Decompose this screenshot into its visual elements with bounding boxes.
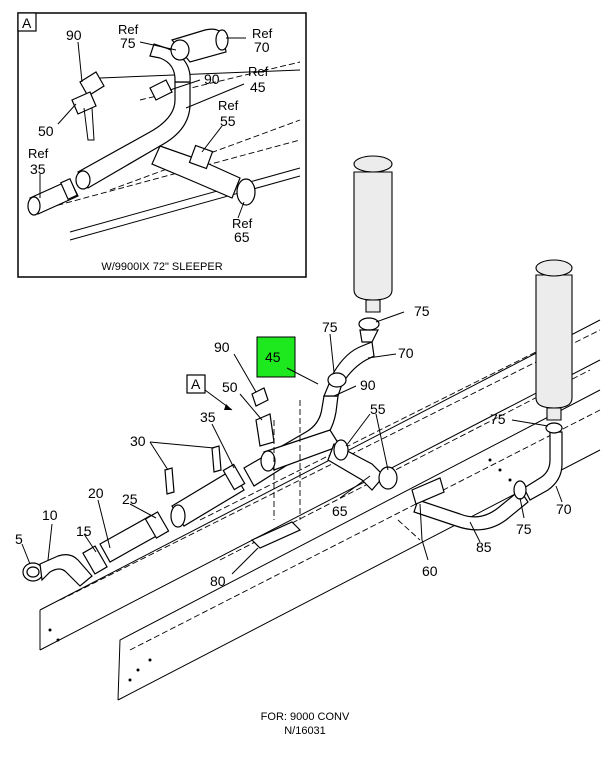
main-view-letter-box — [186, 374, 206, 394]
frame-rails — [39, 319, 601, 701]
callout-35: 35 — [200, 409, 216, 425]
inset-view-letter: A — [22, 15, 32, 31]
callout-65: 65 — [332, 503, 348, 519]
inset-bracket-90 — [71, 71, 173, 141]
footer-line-2: N/16031 — [284, 725, 326, 737]
inset-callout-65: 65 — [234, 229, 250, 245]
callout-70-top: 70 — [398, 345, 414, 361]
inset-leaders — [39, 37, 246, 219]
inset-callout-50: 50 — [38, 123, 54, 139]
callout-25: 25 — [122, 491, 138, 507]
inset-callout-75-ref: Ref — [118, 22, 139, 37]
inset-pipe-35 — [27, 177, 79, 216]
inset-callout-45-ref: Ref — [248, 64, 269, 79]
inset-callout-70: 70 — [254, 39, 270, 55]
callout-55: 55 — [370, 401, 386, 417]
inset-caption: W/9900IX 72" SLEEPER — [101, 261, 222, 273]
footer-line-1: FOR: 9000 CONV — [261, 711, 350, 723]
inset-callout-55: 55 — [220, 113, 236, 129]
brackets-left — [164, 387, 301, 520]
elbow-70-right-shape — [523, 431, 563, 501]
callout-15: 15 — [76, 523, 92, 539]
callout-85: 85 — [476, 539, 492, 555]
muffler-left — [353, 155, 393, 313]
callout-80: 80 — [210, 573, 226, 589]
callout-50: 50 — [222, 379, 238, 395]
inset-pipe-65 — [151, 144, 256, 206]
callout-75-top: 75 — [414, 303, 430, 319]
callout-5: 5 — [15, 531, 23, 547]
inset-callout-65-ref: Ref — [232, 216, 253, 231]
callout-70-right: 70 — [556, 501, 572, 517]
muffler-right — [535, 259, 573, 421]
pipe-assembly-right — [397, 422, 563, 541]
callout-75-right: 75 — [490, 411, 506, 427]
highlight-45-label: 45 — [265, 349, 281, 365]
inset-callout-90b: 90 — [204, 71, 220, 87]
inset-callout-70-ref: Ref — [252, 26, 273, 41]
inset-callout-75: 75 — [120, 35, 136, 51]
frame-holes — [48, 458, 512, 682]
inset-elbow-70 — [170, 28, 229, 63]
callout-90-left: 90 — [214, 339, 230, 355]
inset-callout-55-ref: Ref — [218, 98, 239, 113]
main-assembly: A 45 — [15, 155, 601, 701]
callout-10: 10 — [42, 507, 58, 523]
heat-shield-80 — [250, 521, 302, 549]
inset-callout-35: 35 — [30, 161, 46, 177]
footer: FOR: 9000 CONV N/16031 — [261, 711, 350, 737]
elbow-10-shape — [39, 554, 93, 587]
callout-30: 30 — [130, 433, 146, 449]
pipe-85-shape — [413, 489, 529, 531]
clamp-15-shape — [82, 545, 108, 575]
highlight-45-box — [256, 336, 296, 378]
main-view-letter: A — [191, 376, 201, 392]
callout-90-mid: 90 — [360, 377, 376, 393]
callout-75-low: 75 — [516, 521, 532, 537]
main-leaders — [21, 311, 563, 575]
clamp-75-right-shape — [545, 422, 563, 434]
callout-75-mid: 75 — [322, 319, 338, 335]
pipe-assembly-left — [22, 317, 398, 587]
inset-callout-45: 45 — [250, 79, 266, 95]
inset-view-a: A — [17, 12, 307, 278]
clamp-75-top-shape — [358, 317, 380, 331]
inset-view-letter-box — [17, 12, 37, 32]
callout-20: 20 — [88, 485, 104, 501]
callout-60: 60 — [422, 563, 438, 579]
clamp-75-low-shape — [513, 480, 527, 500]
inset-callout-35-ref: Ref — [28, 146, 49, 161]
inset-pipe-45 — [75, 43, 191, 190]
inset-callout-90: 90 — [66, 27, 82, 43]
